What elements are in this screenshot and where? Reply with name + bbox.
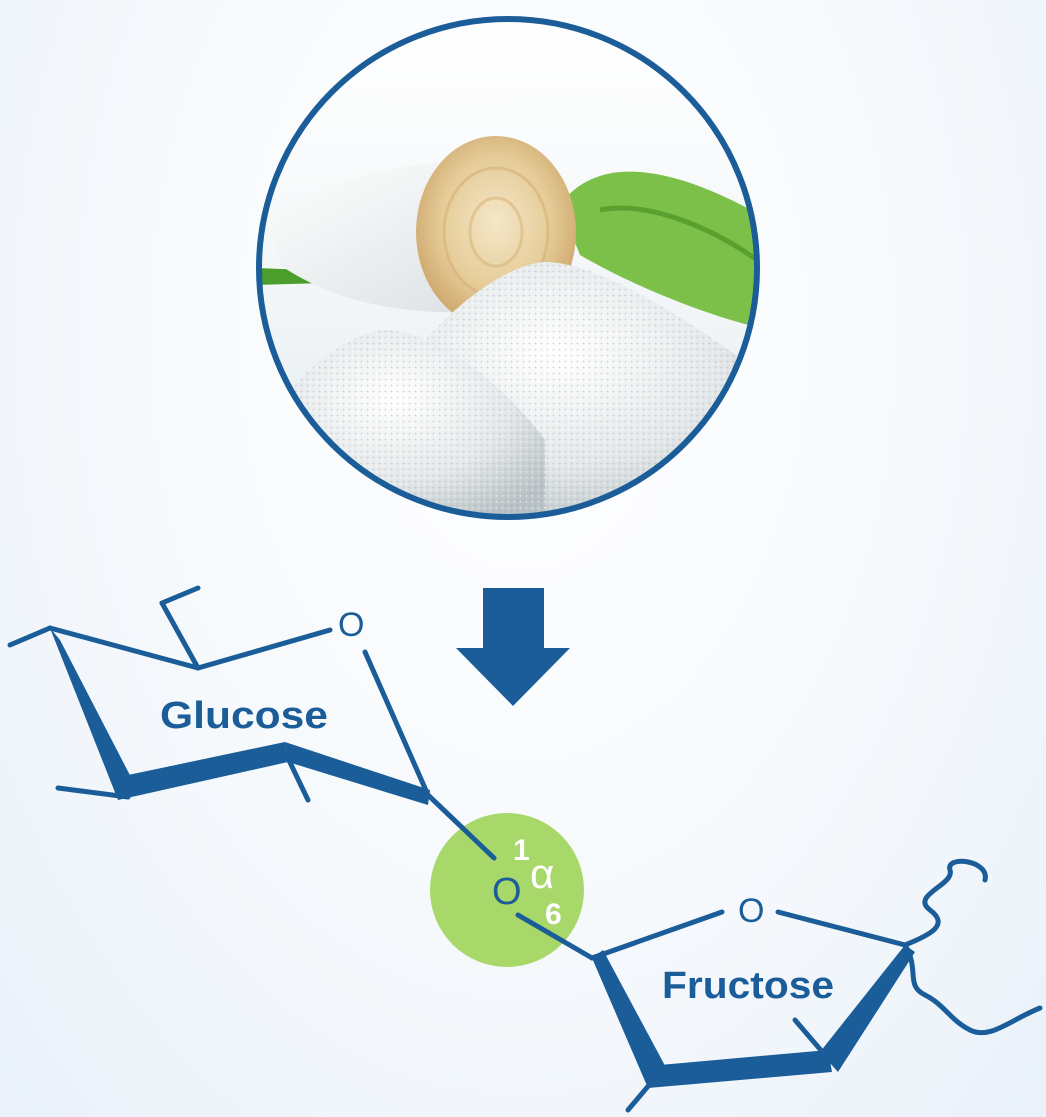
- fructose-ring: O: [589, 858, 1043, 1113]
- glucose-label: Glucose: [160, 695, 328, 737]
- carbon-1-label: 1: [513, 834, 530, 867]
- fructose-label: Fructose: [662, 965, 834, 1007]
- fructose-ring-oxygen-label: O: [738, 892, 764, 930]
- glucose-ring-oxygen-label: O: [338, 606, 364, 644]
- glycosidic-bond-labels: O 1 α 6: [425, 792, 595, 961]
- alpha-label: α: [530, 850, 554, 897]
- bridge-oxygen-label: O: [492, 871, 522, 913]
- sugar-beet-photo: [259, 19, 757, 517]
- carbon-6-label: 6: [545, 898, 562, 931]
- down-arrow-icon: [456, 588, 570, 706]
- photo-frame-circle: [256, 16, 760, 520]
